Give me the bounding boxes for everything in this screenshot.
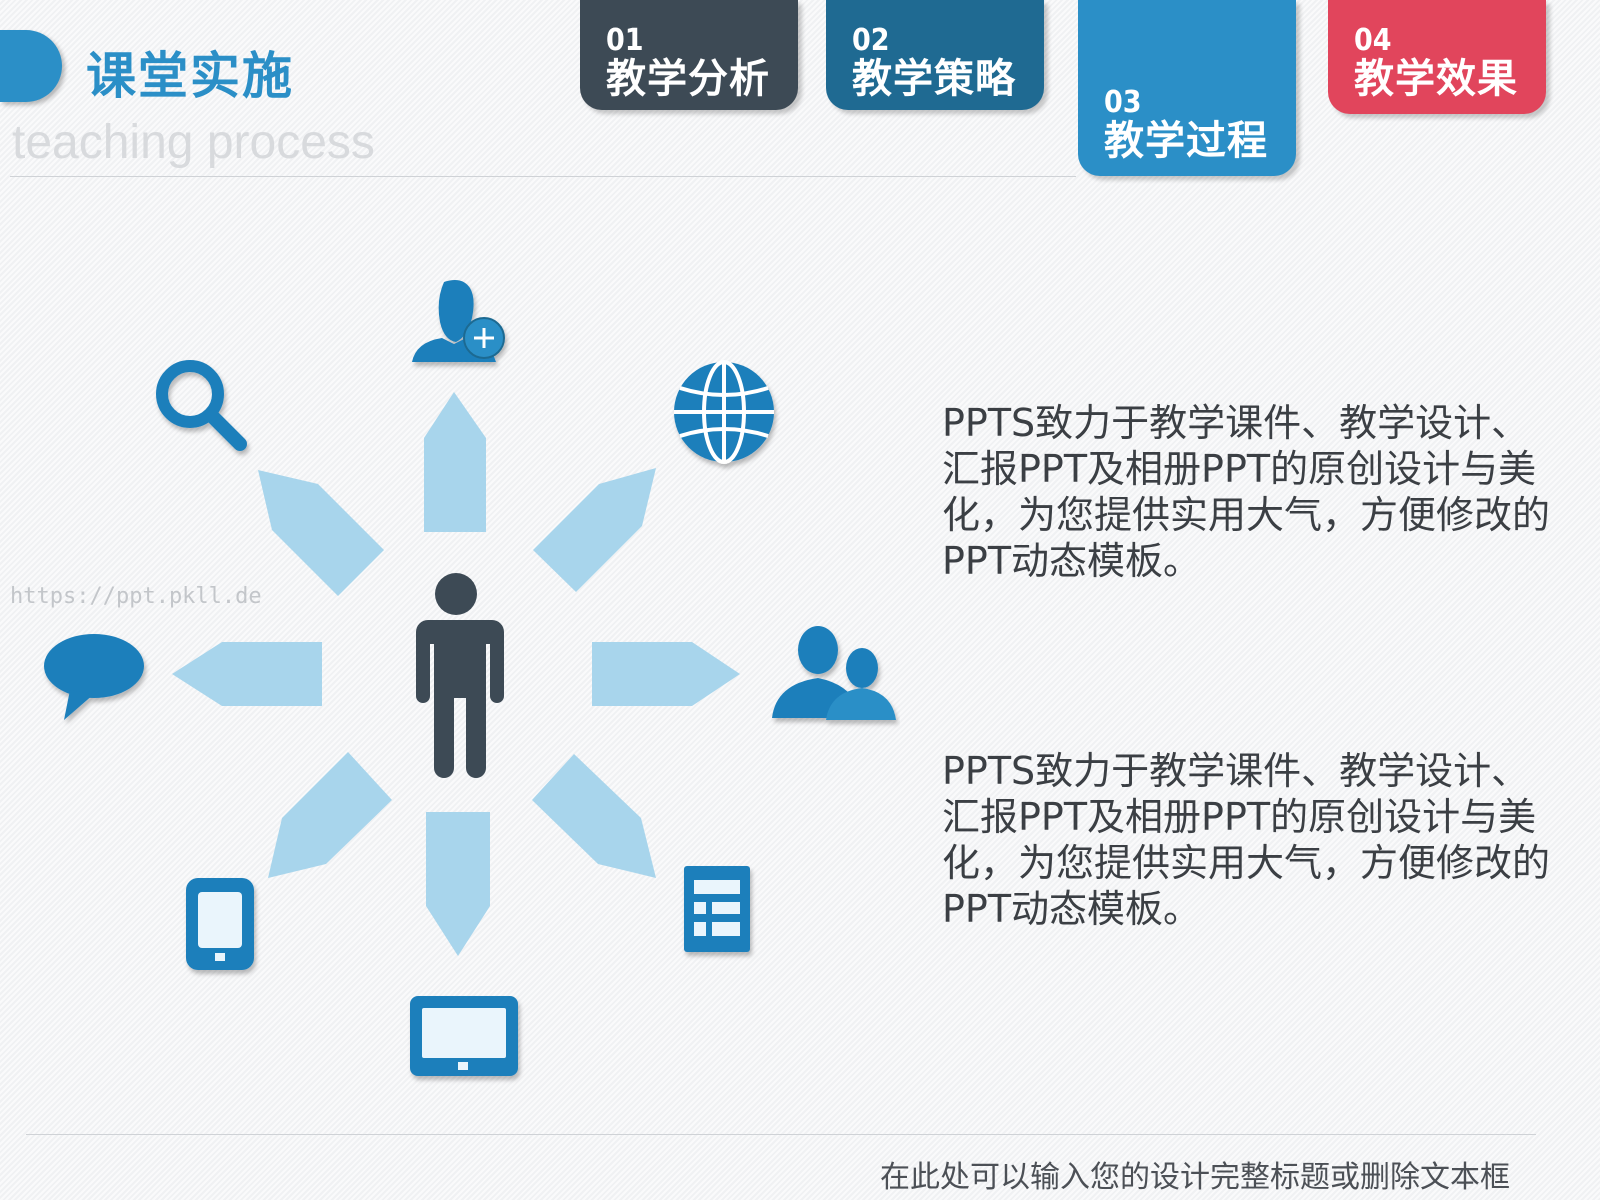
tab-number: 04 — [1354, 23, 1392, 58]
description-paragraph: PPTS致力于教学课件、教学设计、汇报PPT及相册PPT的原创设计与美化，为您提… — [942, 749, 1551, 931]
person-icon — [416, 573, 504, 778]
radial-diagram — [44, 280, 896, 1076]
arrow-up-left — [258, 470, 384, 596]
phone-icon — [186, 878, 254, 970]
search-icon — [156, 360, 247, 451]
arrow-down — [426, 812, 490, 956]
tab-teaching-strategy[interactable]: 02 教学策略 — [826, 0, 1044, 110]
title-accent-tab — [0, 30, 62, 102]
arrow-up-right — [533, 468, 656, 592]
arrow-down-right — [532, 754, 656, 878]
speech-bubble-icon — [44, 634, 144, 720]
footer-divider — [26, 1134, 1536, 1135]
arrow-up — [424, 392, 486, 532]
watermark-url: https://ppt.pkll.de — [10, 584, 262, 609]
tab-number: 03 — [1104, 85, 1142, 120]
group-icon — [772, 626, 896, 720]
description-paragraph: PPTS致力于教学课件、教学设计、汇报PPT及相册PPT的原创设计与美化，为您提… — [942, 401, 1551, 583]
tab-label: 教学策略 — [852, 56, 1016, 102]
tab-label: 教学过程 — [1104, 118, 1268, 164]
header-divider — [10, 176, 1076, 177]
tablet-icon — [410, 996, 518, 1076]
arrow-down-left — [268, 752, 392, 878]
calculator-icon — [684, 866, 750, 952]
tab-label: 教学分析 — [606, 56, 770, 102]
tab-number: 02 — [852, 23, 890, 58]
tab-number: 01 — [606, 23, 644, 58]
arrow-right — [592, 642, 740, 706]
tab-teaching-effect[interactable]: 04 教学效果 — [1328, 0, 1546, 114]
tab-label: 教学效果 — [1354, 56, 1518, 102]
page-title: 课堂实施 — [86, 47, 294, 105]
arrow-left — [172, 642, 322, 706]
add-user-icon — [412, 280, 505, 362]
page-subtitle: teaching process — [12, 116, 375, 169]
tab-teaching-analysis[interactable]: 01 教学分析 — [580, 0, 798, 110]
globe-icon — [674, 360, 774, 464]
tab-teaching-process[interactable]: 03 教学过程 — [1078, 0, 1296, 176]
footer-caption: 在此处可以输入您的设计完整标题或删除文本框 — [880, 1160, 1510, 1195]
